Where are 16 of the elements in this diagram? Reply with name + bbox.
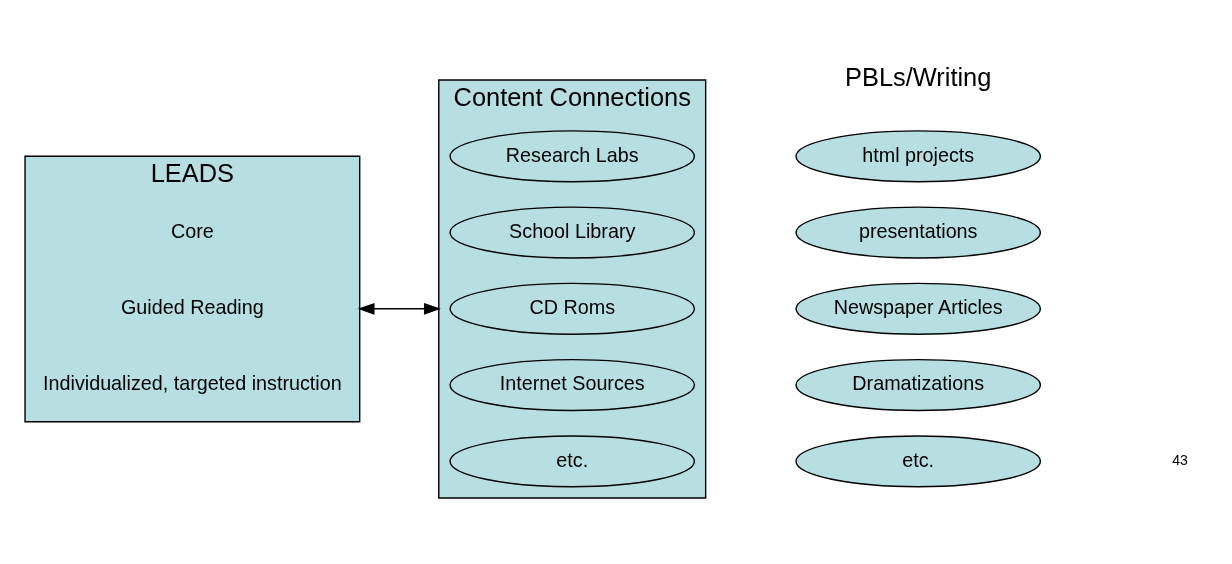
node-ellipse: School Library — [449, 206, 696, 259]
node-text: Guided Reading — [120, 296, 264, 319]
node-ellipse: Dramatizations — [795, 358, 1042, 412]
node-text: Core — [170, 219, 214, 242]
node-ellipse: Research Labs — [449, 130, 696, 183]
node-ellipse: etc. — [449, 435, 696, 488]
node-ellipse: Internet Sources — [449, 358, 696, 412]
node-text: Individualized, targeted instruction — [43, 372, 342, 395]
node-ellipse: CD Roms — [449, 282, 696, 335]
node-ellipse: html projects — [795, 130, 1042, 183]
label: PBLs/Writing — [845, 63, 992, 92]
label: 43 — [1172, 451, 1188, 468]
arrow — [357, 302, 441, 315]
node-ellipse: Newspaper Articles — [795, 282, 1042, 335]
node-ellipse: presentations — [795, 206, 1042, 259]
node-ellipse: etc. — [795, 435, 1042, 488]
